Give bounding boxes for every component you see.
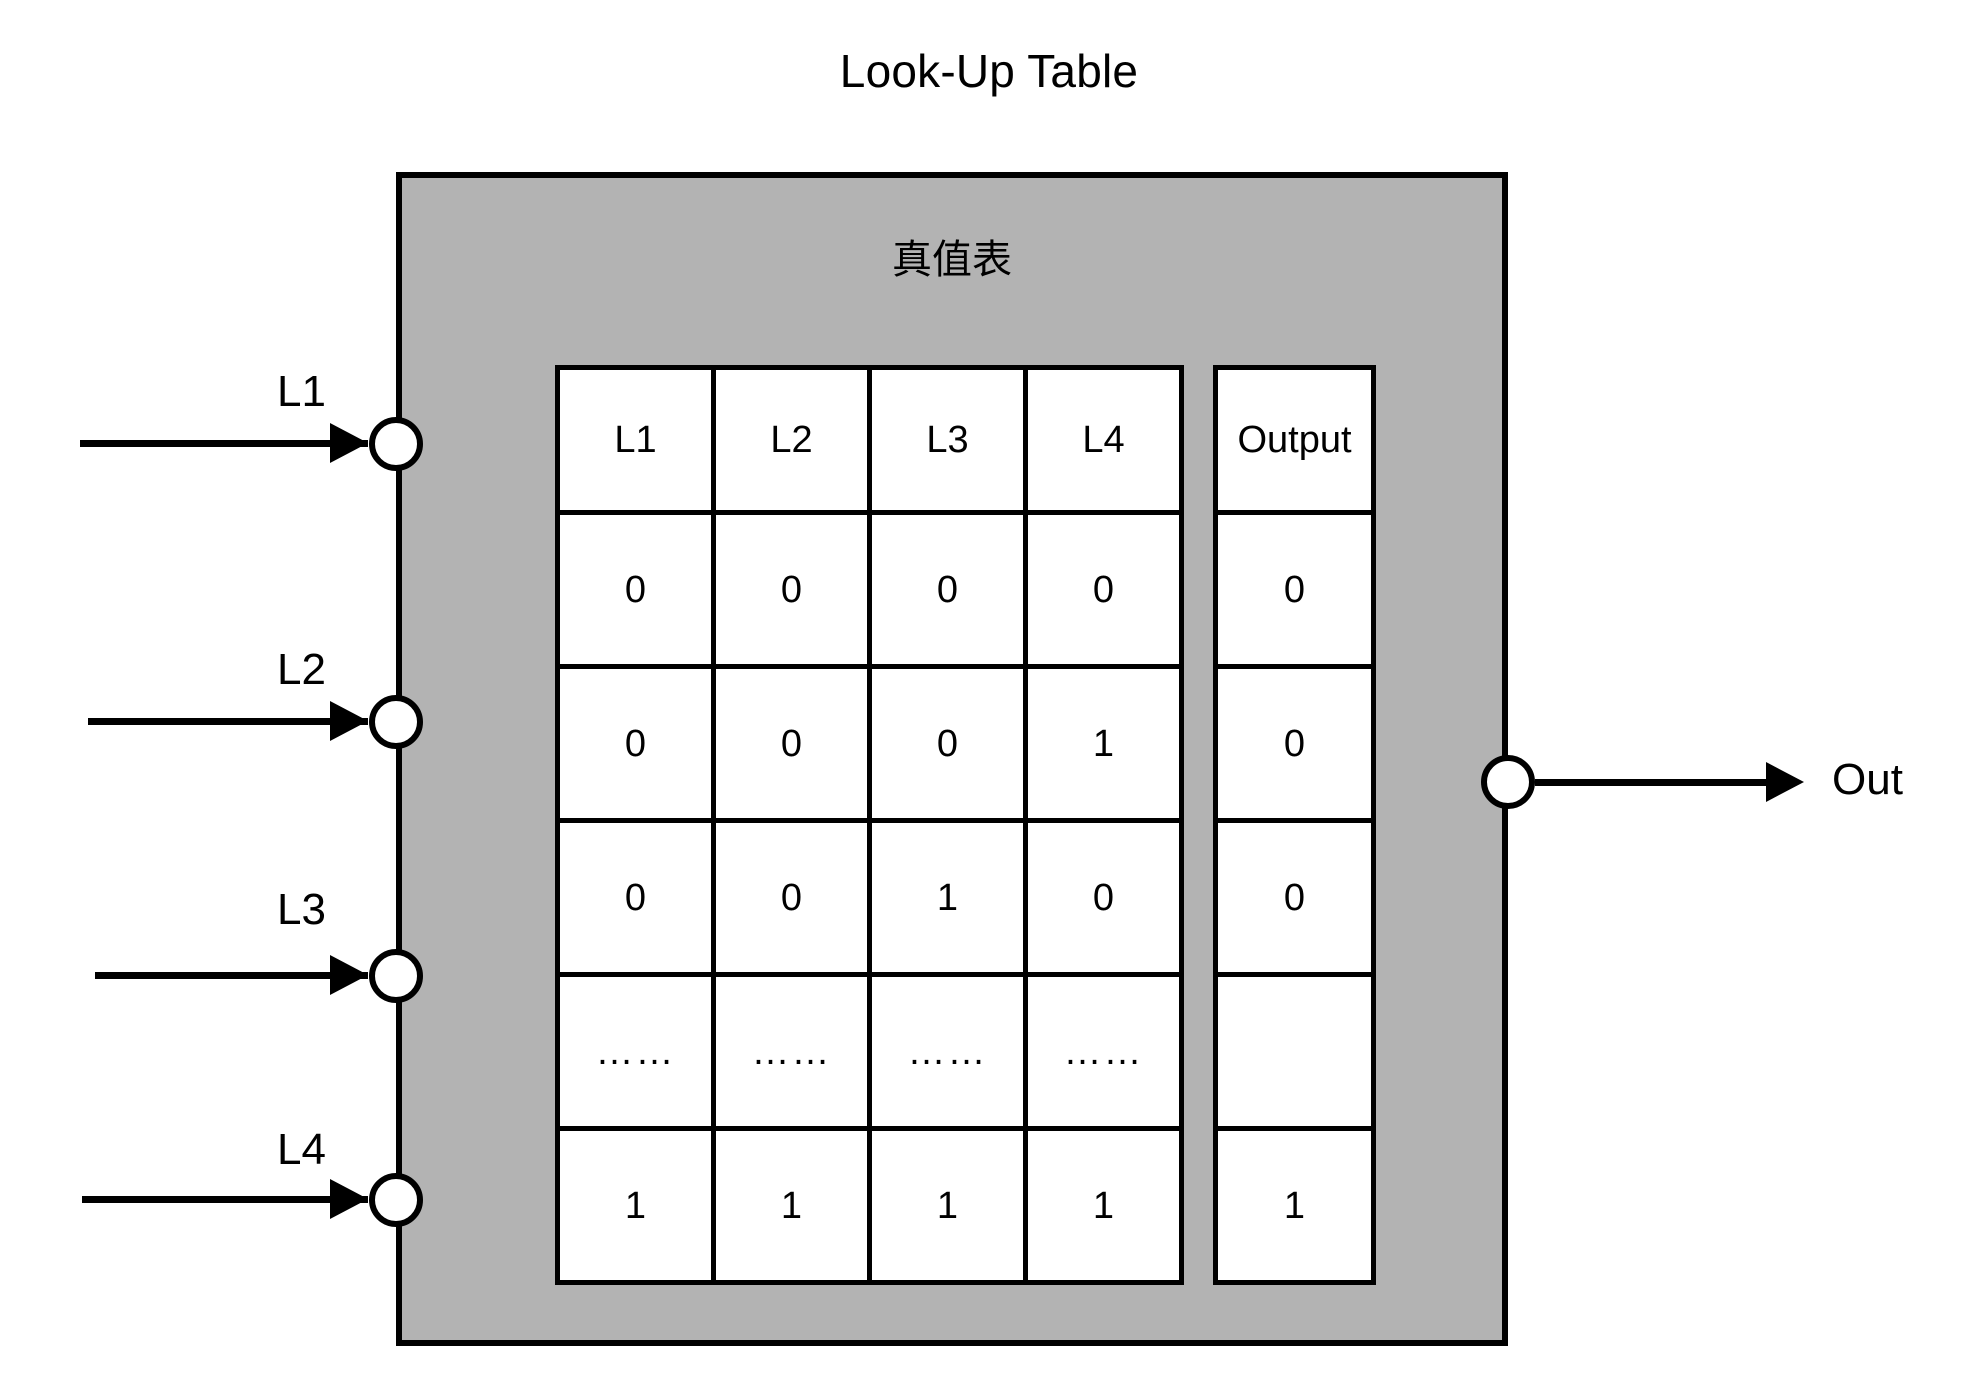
cell-r2-l2: 0: [711, 818, 872, 977]
input-label-l4: L4: [277, 1125, 326, 1174]
table-row: 0: [1213, 818, 1376, 977]
cell-r1-l2: 0: [711, 664, 872, 823]
cell-r2-l3: 1: [867, 818, 1028, 977]
table-row: 0: [1213, 664, 1376, 823]
cell-r0-l2: 0: [711, 510, 872, 669]
column-header-output: Output: [1213, 365, 1376, 515]
truth-table-inputs: L1 L2 L3 L4 0 0 0 0 0 0 0 1 0 0 1 0: [555, 365, 1184, 1285]
cell-r2-l4: 0: [1023, 818, 1184, 977]
cell-r0-l1: 0: [555, 510, 716, 669]
cell-r4-l3: 1: [867, 1126, 1028, 1285]
column-header-l1: L1: [555, 365, 716, 515]
input-label-l1: L1: [277, 367, 326, 416]
input-arrowhead-l3: [330, 955, 368, 995]
input-port-l2[interactable]: [369, 695, 423, 749]
cell-r2-output: 0: [1213, 818, 1376, 977]
cell-r0-l3: 0: [867, 510, 1028, 669]
cell-r1-l4: 1: [1023, 664, 1184, 823]
table-row: 0 0 0 1: [555, 664, 1184, 823]
cell-r0-l4: 0: [1023, 510, 1184, 669]
input-port-l1[interactable]: [369, 417, 423, 471]
input-label-l2: L2: [277, 645, 326, 694]
cell-r1-l3: 0: [867, 664, 1028, 823]
table-row: 0 0 1 0: [555, 818, 1184, 977]
cell-r4-l2: 1: [711, 1126, 872, 1285]
cell-r4-l1: 1: [555, 1126, 716, 1285]
table-header-row: Output: [1213, 365, 1376, 515]
output-arrowhead: [1766, 762, 1804, 802]
cell-r3-output: [1213, 972, 1376, 1131]
table-row: 1: [1213, 1126, 1376, 1285]
cell-r3-l1: ……: [555, 972, 716, 1131]
table-row-ellipsis: [1213, 972, 1376, 1131]
table-row-ellipsis: …… …… …… ……: [555, 972, 1184, 1131]
cell-r4-l4: 1: [1023, 1126, 1184, 1285]
cell-r3-l3: ……: [867, 972, 1028, 1131]
column-header-l3: L3: [867, 365, 1028, 515]
cell-r3-l4: ……: [1023, 972, 1184, 1131]
table-header-row: L1 L2 L3 L4: [555, 365, 1184, 515]
cell-r0-output: 0: [1213, 510, 1376, 669]
input-port-l4[interactable]: [369, 1173, 423, 1227]
input-wire-l3: [95, 972, 368, 979]
cell-r4-output: 1: [1213, 1126, 1376, 1285]
input-arrowhead-l4: [330, 1179, 368, 1219]
input-port-l3[interactable]: [369, 949, 423, 1003]
cell-r2-l1: 0: [555, 818, 716, 977]
cell-r1-output: 0: [1213, 664, 1376, 823]
input-label-l3: L3: [277, 885, 326, 934]
truth-table-output: Output 0 0 0 1: [1213, 365, 1376, 1285]
truth-table-subtitle: 真值表: [892, 238, 1012, 282]
cell-r1-l1: 0: [555, 664, 716, 823]
input-wire-l1: [80, 440, 368, 447]
input-arrowhead-l1: [330, 423, 368, 463]
column-header-l4: L4: [1023, 365, 1184, 515]
page-title: Look-Up Table: [839, 45, 1139, 97]
output-label-out: Out: [1832, 755, 1903, 804]
table-row: 1 1 1 1: [555, 1126, 1184, 1285]
table-row: 0 0 0 0: [555, 510, 1184, 669]
table-row: 0: [1213, 510, 1376, 669]
input-wire-l4: [82, 1196, 368, 1203]
output-wire: [1535, 779, 1790, 786]
input-arrowhead-l2: [330, 701, 368, 741]
column-header-l2: L2: [711, 365, 872, 515]
input-wire-l2: [88, 718, 368, 725]
cell-r3-l2: ……: [711, 972, 872, 1131]
output-port-out[interactable]: [1481, 755, 1535, 809]
